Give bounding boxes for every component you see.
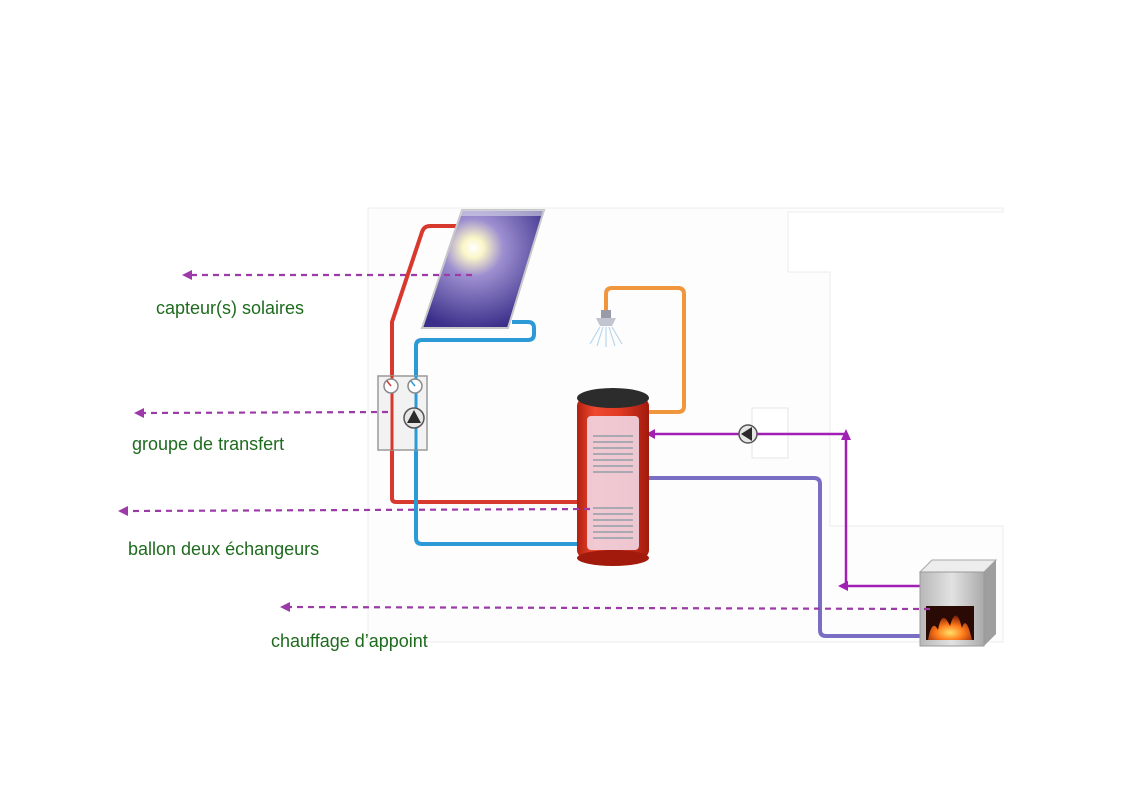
- pressure-gauge-icon: [407, 378, 423, 394]
- flame-icon: [926, 606, 974, 640]
- flow-direction-arrows: [646, 429, 851, 591]
- shower-head-icon: [589, 310, 623, 347]
- heat-exchanger-coil-icon: [593, 507, 633, 539]
- solar-collector-icon: [420, 209, 546, 329]
- solar-cold-pipe: [414, 320, 590, 546]
- diagram-background: [367, 207, 1004, 643]
- label-backup-heating: chauffage d’appoint: [271, 631, 428, 651]
- heat-exchanger-coil-icon: [593, 435, 633, 473]
- label-transfer-group: groupe de transfert: [132, 434, 285, 454]
- pump-icon: [738, 424, 758, 444]
- boiler-icon: [918, 559, 998, 647]
- pump-icon: [403, 407, 425, 429]
- backup-return-pipe: [638, 476, 920, 638]
- pressure-gauge-icon: [383, 378, 399, 394]
- dhw-pipe: [604, 286, 686, 414]
- water-tank-icon: [577, 388, 649, 566]
- label-tank: ballon deux échangeurs: [128, 539, 320, 559]
- pointer-arrows: [118, 270, 931, 612]
- solar-hot-pipe: [390, 224, 586, 504]
- label-collector: capteur(s) solaires: [156, 298, 305, 318]
